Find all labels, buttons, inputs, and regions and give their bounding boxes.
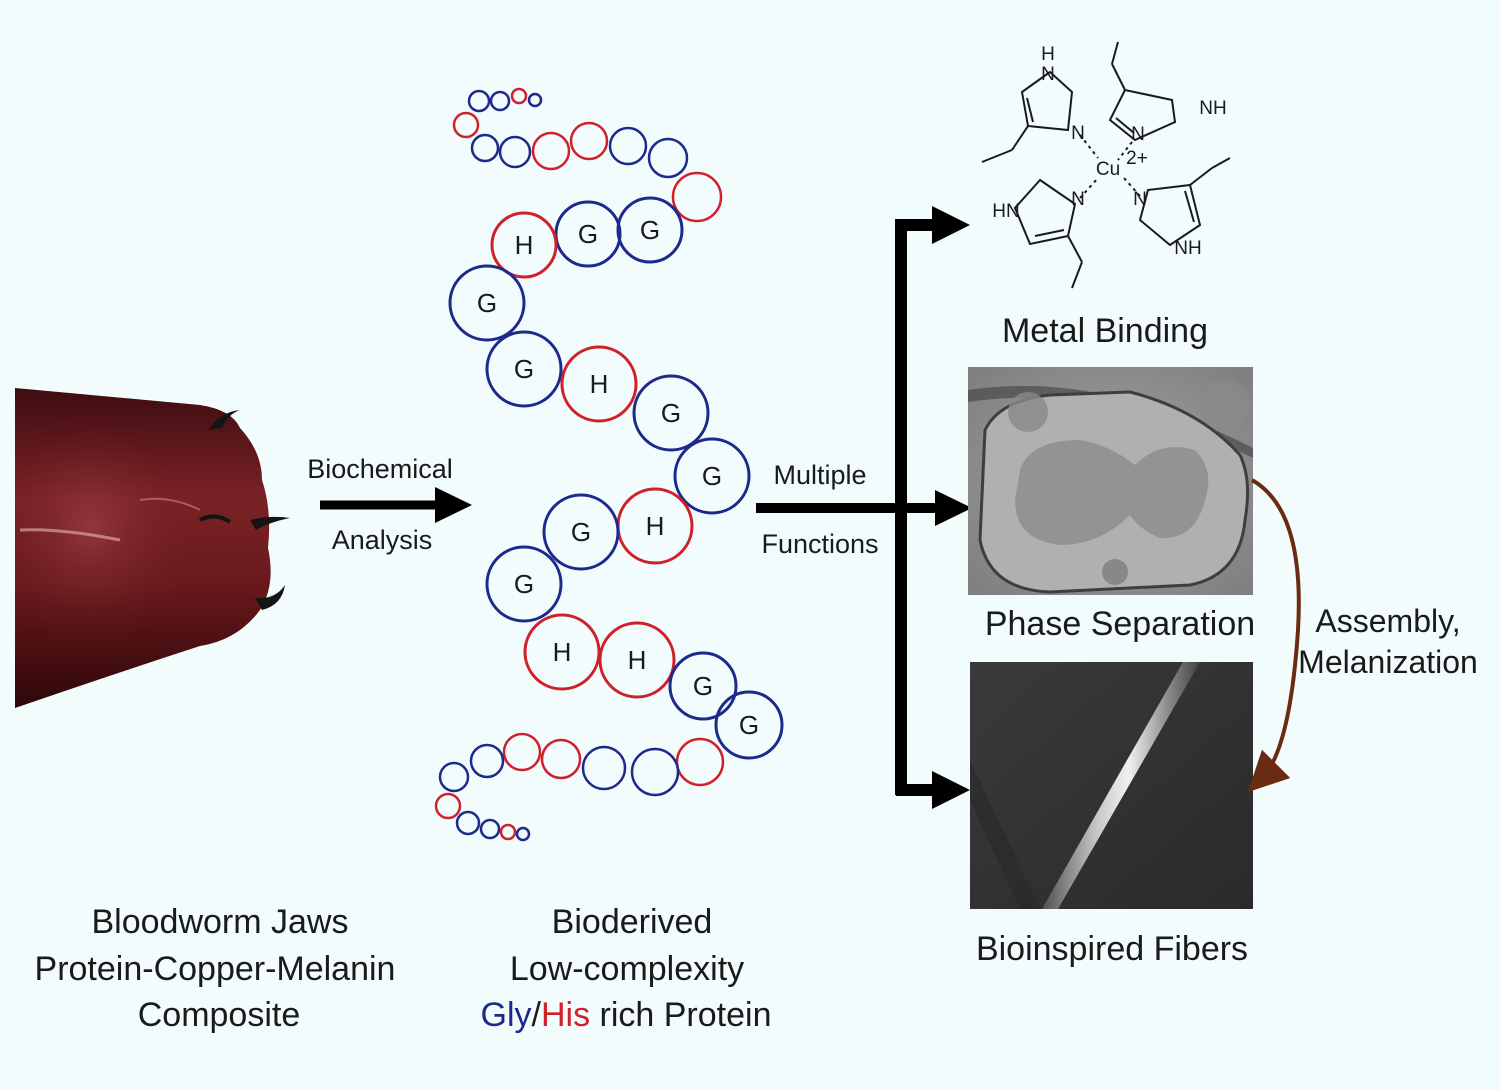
glycine-residue bbox=[469, 743, 505, 779]
glycine-letter: G bbox=[514, 354, 534, 384]
histidine-residue bbox=[502, 732, 542, 772]
histidine-residue bbox=[499, 823, 517, 841]
glycine-residue bbox=[527, 92, 543, 108]
glycine-residue bbox=[467, 89, 491, 113]
svg-text:Bioderived: Bioderived bbox=[552, 903, 713, 941]
glycine-residue bbox=[485, 330, 563, 408]
histidine-residue bbox=[434, 792, 462, 820]
glycine-letter: G bbox=[477, 288, 497, 318]
svg-text:N: N bbox=[1131, 124, 1145, 145]
side-label-melanization: Melanization bbox=[1298, 644, 1478, 680]
histidine-residue bbox=[598, 621, 676, 699]
svg-text:N: N bbox=[1041, 64, 1055, 85]
glycine-residue bbox=[489, 90, 511, 112]
glycine-residue bbox=[479, 818, 501, 840]
glycine-letter: G bbox=[571, 517, 591, 547]
glycine-residue bbox=[630, 747, 680, 797]
histidine-letter: H bbox=[628, 645, 647, 675]
histidine-residue bbox=[675, 737, 725, 787]
caption-phase-separation: Phase Separation bbox=[985, 605, 1255, 643]
bloodworm-jaw-photo bbox=[15, 388, 290, 708]
svg-text:N: N bbox=[1133, 189, 1147, 210]
glycine-residue bbox=[470, 133, 500, 163]
histidine-residue bbox=[560, 345, 638, 423]
svg-text:N: N bbox=[1071, 189, 1085, 210]
glycine-residue bbox=[542, 493, 620, 571]
glycine-letter: G bbox=[661, 398, 681, 428]
svg-text:Protein-Copper-Melanin: Protein-Copper-Melanin bbox=[35, 950, 396, 988]
phase-separation-micrograph bbox=[968, 367, 1253, 595]
complex-labels: H N N NH N Cu 2+ N HN N NH bbox=[992, 44, 1226, 259]
histidine-residue bbox=[671, 171, 723, 223]
jaw-tooth bbox=[250, 516, 290, 530]
svg-text:N: N bbox=[1071, 123, 1085, 144]
svg-text:Bloodworm Jaws: Bloodworm Jaws bbox=[92, 903, 349, 941]
caption-protein: Bioderived Low-complexity Gly/His rich P… bbox=[481, 903, 772, 1034]
caption-his: His bbox=[541, 996, 590, 1034]
arrow-label-biochemical: Biochemical bbox=[307, 454, 453, 484]
histidine-residue bbox=[510, 87, 528, 105]
caption-metal-binding: Metal Binding bbox=[1002, 312, 1208, 350]
assembly-arrow bbox=[1247, 478, 1301, 793]
caption-gly: Gly bbox=[481, 996, 532, 1034]
histidine-residue bbox=[452, 111, 480, 139]
jaw-tooth bbox=[255, 585, 285, 610]
glycine-residue bbox=[448, 264, 526, 342]
svg-text:Composite: Composite bbox=[138, 996, 301, 1034]
glycine-residue bbox=[668, 651, 738, 721]
histidine-residue bbox=[569, 121, 609, 161]
svg-text:Low-complexity: Low-complexity bbox=[510, 950, 744, 988]
glycine-residue bbox=[608, 126, 648, 166]
histidine-residue bbox=[523, 613, 601, 691]
histidine-letter: H bbox=[590, 369, 609, 399]
jaw-tooth bbox=[208, 410, 240, 430]
caption-bioinspired-fibers: Bioinspired Fibers bbox=[976, 930, 1248, 968]
svg-text:H: H bbox=[1041, 44, 1055, 65]
copper-histidine-complex bbox=[981, 41, 1231, 289]
glycine-residue bbox=[647, 137, 689, 179]
glycine-residue bbox=[714, 690, 784, 760]
svg-text:NH: NH bbox=[1174, 238, 1201, 259]
glycine-residue bbox=[632, 374, 710, 452]
copper-charge: 2+ bbox=[1126, 148, 1148, 169]
histidine-residue bbox=[490, 211, 558, 279]
glycine-residue bbox=[485, 545, 563, 623]
svg-text:NH: NH bbox=[1199, 98, 1226, 119]
histidine-letter: H bbox=[646, 511, 665, 541]
glycine-letter: G bbox=[514, 569, 534, 599]
bioinspired-fiber-micrograph bbox=[970, 662, 1253, 909]
glycine-residue bbox=[498, 135, 532, 169]
copper-ion-label: Cu bbox=[1096, 159, 1120, 180]
glycine-residue bbox=[438, 761, 470, 793]
glycine-letter: G bbox=[578, 219, 598, 249]
svg-text:HN: HN bbox=[992, 201, 1019, 222]
histidine-residue bbox=[540, 738, 582, 780]
glycine-residue bbox=[581, 745, 627, 791]
multiple-functions-arrows bbox=[756, 206, 972, 809]
glycine-letter: G bbox=[640, 215, 660, 245]
arrow-label-multiple: Multiple bbox=[773, 460, 866, 490]
histidine-letter: H bbox=[515, 230, 534, 260]
glycine-residue bbox=[554, 200, 622, 268]
biochemical-analysis-arrow bbox=[320, 487, 472, 523]
caption-gly-his-line: Gly/His rich Protein bbox=[481, 996, 772, 1034]
glycine-letter: G bbox=[739, 710, 759, 740]
arrow-label-functions: Functions bbox=[761, 529, 878, 559]
glycine-letter: G bbox=[693, 671, 713, 701]
glycine-residue bbox=[455, 810, 481, 836]
glycine-residue bbox=[515, 826, 531, 842]
glycine-letter: G bbox=[702, 461, 722, 491]
caption-jaws: Bloodworm Jaws Protein-Copper-Melanin Co… bbox=[35, 903, 396, 1034]
glycine-residue bbox=[616, 196, 684, 264]
side-label-assembly: Assembly, bbox=[1315, 603, 1460, 639]
histidine-residue bbox=[531, 131, 571, 171]
histidine-letter: H bbox=[553, 637, 572, 667]
glycine-residue bbox=[673, 437, 751, 515]
arrow-label-analysis: Analysis bbox=[332, 525, 433, 555]
